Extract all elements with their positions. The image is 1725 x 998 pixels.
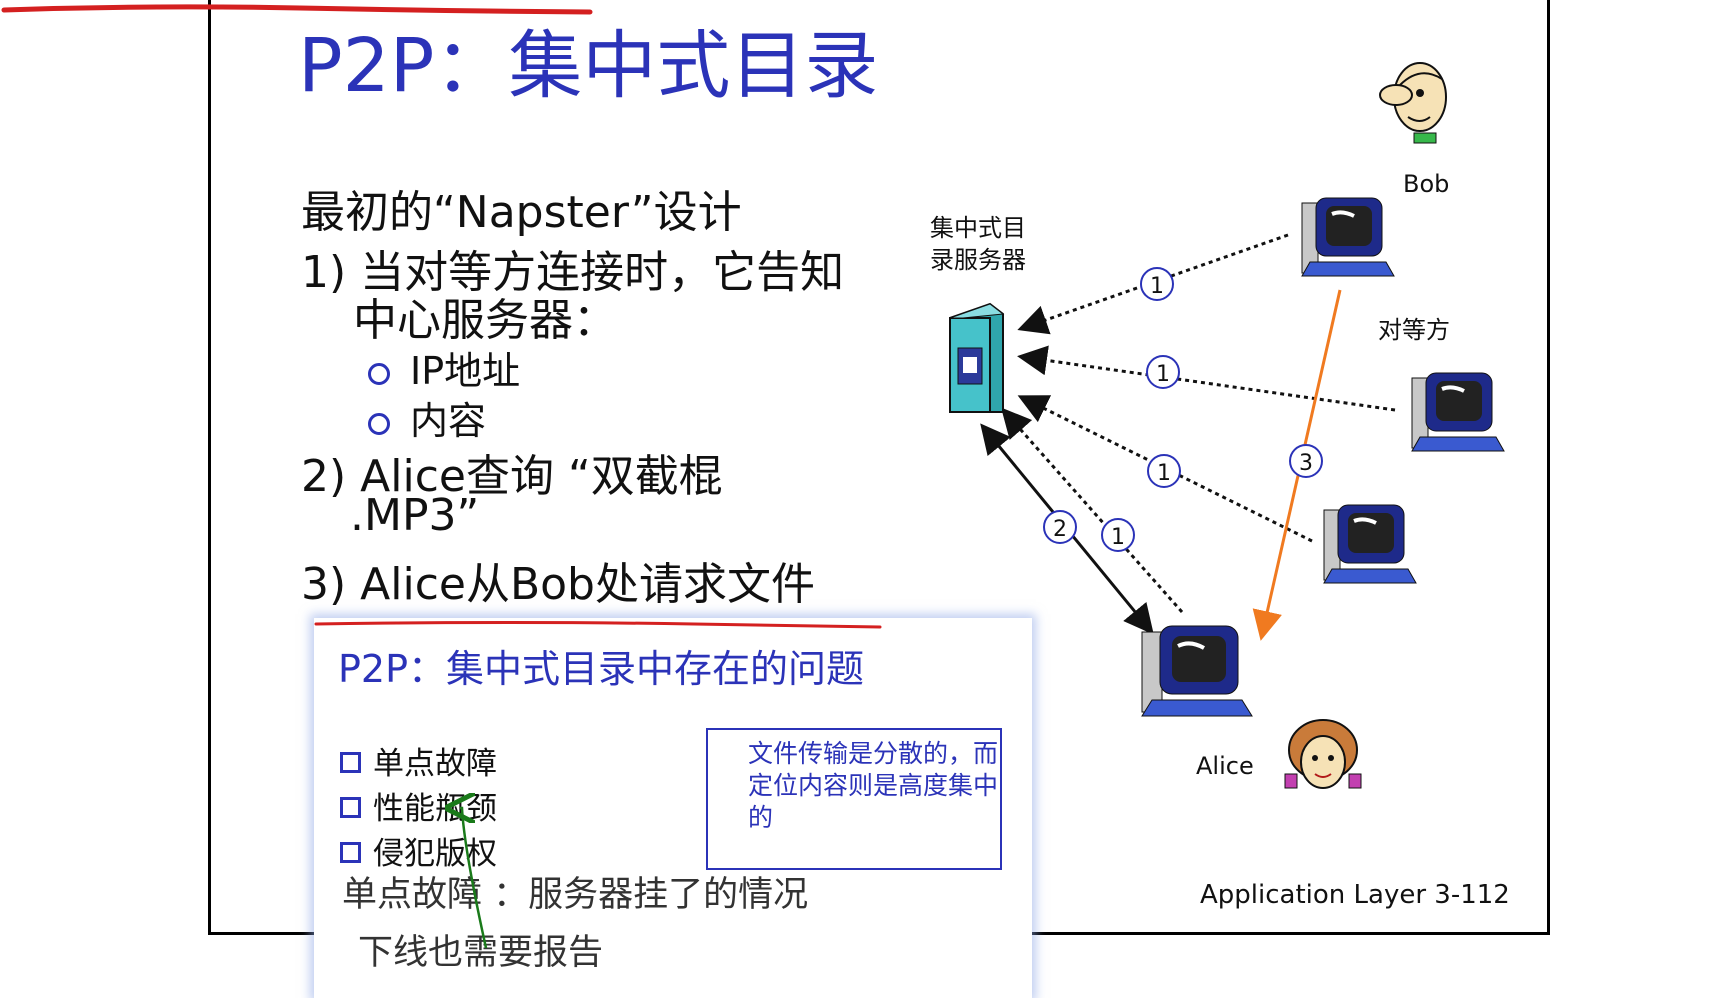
peer-computer-bob-icon (1301, 197, 1395, 277)
popup-item-3: 侵犯版权 (340, 828, 497, 873)
popup-title-underline (314, 621, 882, 629)
step2-line1: 2) Alice查询 “双截棍 (301, 451, 723, 502)
bullet-content: 内容 (368, 390, 486, 445)
peer-computer-2-icon (1411, 372, 1505, 452)
popup-title: P2P：集中式目录中存在的问题 (338, 647, 865, 691)
step-marker-3: 3 (1289, 444, 1323, 478)
step-marker-1a-text: 1 (1150, 274, 1164, 299)
central-server-icon (949, 302, 1005, 413)
bullet-circle-icon (368, 362, 390, 385)
bob-avatar-icon (1379, 62, 1447, 144)
handwritten-note-line1: 单点故障 ：服务器挂了的情况 (342, 875, 809, 915)
bullet-ip: IP地址 (368, 340, 520, 395)
popup-item-2-text: 性能瓶颈 (373, 791, 497, 827)
server-label-line1: 集中式目 (930, 214, 1026, 242)
step2-line2: .MP3” (350, 490, 480, 541)
square-bullet-icon (340, 842, 361, 863)
bullet-content-text: 内容 (410, 399, 487, 443)
intro-line: 最初的“Napster”设计 (301, 187, 742, 238)
bob-label: Bob (1403, 170, 1450, 198)
register-arrow-peer2 (1017, 345, 1396, 412)
step3-line: 3) Alice从Bob处请求文件 (301, 559, 815, 610)
green-annotation-arrow (314, 618, 488, 949)
square-bullet-icon (340, 797, 361, 818)
popup-item-1-text: 单点故障 (373, 746, 497, 782)
step-marker-1c-text: 1 (1157, 461, 1171, 486)
peer-computer-alice-icon (1141, 625, 1253, 717)
register-arrow-bob (1017, 233, 1289, 335)
step-marker-1a: 1 (1140, 267, 1174, 301)
bullet-ip-text: IP地址 (410, 349, 521, 393)
slide-footer: Application Layer 3-112 (1200, 880, 1510, 910)
server-label-line2: 录服务器 (930, 246, 1026, 274)
step1-line2: 中心服务器： (353, 295, 617, 346)
square-bullet-icon (340, 752, 361, 773)
peer-computer-3-icon (1323, 504, 1417, 584)
step-marker-2: 2 (1043, 510, 1077, 544)
step-marker-1d-text: 1 (1111, 525, 1125, 550)
step-marker-1b-text: 1 (1156, 362, 1170, 387)
register-arrow-alice (1001, 407, 1184, 613)
popup-item-1: 单点故障 (340, 738, 497, 783)
popup-item-2: 性能瓶颈 (340, 783, 497, 828)
note-box: 文件传输是分散的，而定位内容则是高度集中的 (706, 728, 1002, 870)
step-marker-1c: 1 (1147, 454, 1181, 488)
alice-label: Alice (1196, 752, 1254, 780)
step-marker-1b: 1 (1146, 355, 1180, 389)
problems-popup: P2P：集中式目录中存在的问题 单点故障 性能瓶颈 侵犯版权 文件传输是分散的，… (314, 618, 1032, 998)
step-marker-3-text: 3 (1299, 451, 1313, 476)
popup-item-3-text: 侵犯版权 (373, 836, 497, 872)
title-underline (1, 4, 593, 15)
step-marker-2-text: 2 (1053, 517, 1067, 542)
peers-label: 对等方 (1378, 316, 1450, 344)
alice-avatar-icon (1284, 719, 1362, 789)
handwritten-note-line2: 下线也需要报告 (358, 933, 604, 973)
note-text: 文件传输是分散的，而定位内容则是高度集中的 (748, 739, 999, 832)
slide-title: P2P：集中式目录 (298, 23, 879, 109)
bullet-circle-icon (368, 412, 390, 435)
step-marker-1d: 1 (1101, 518, 1135, 552)
step1-line1: 1) 当对等方连接时，它告知 (301, 247, 845, 298)
